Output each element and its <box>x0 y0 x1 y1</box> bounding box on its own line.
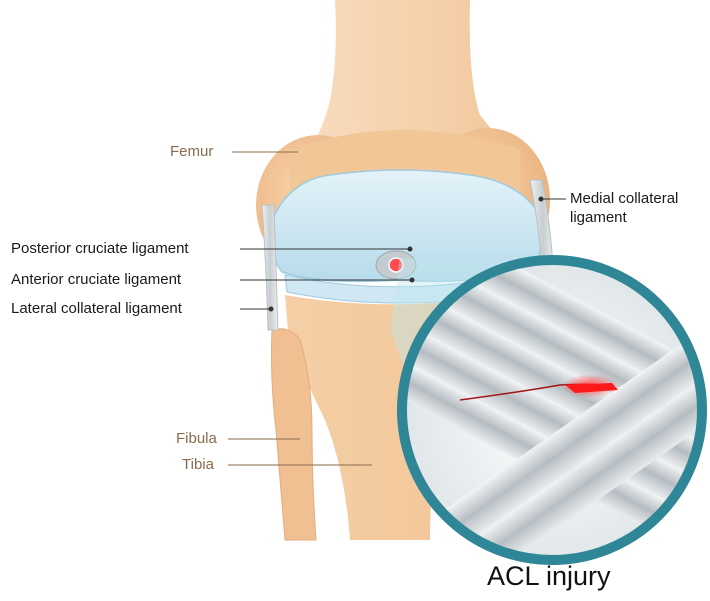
tibia-label: Tibia <box>182 456 214 474</box>
medial-collateral-label-line2: ligament <box>570 209 627 227</box>
medial-collateral-label-line1: Medial collateral <box>570 190 678 208</box>
femur-label: Femur <box>170 143 213 161</box>
posterior-cruciate-label: Posterior cruciate ligament <box>11 240 189 258</box>
lateral-collateral-label: Lateral collateral ligament <box>11 300 182 318</box>
acl-injury-caption: ACL injury <box>487 561 611 592</box>
anterior-cruciate-label: Anterior cruciate ligament <box>11 271 181 289</box>
fibula-label: Fibula <box>176 430 217 448</box>
